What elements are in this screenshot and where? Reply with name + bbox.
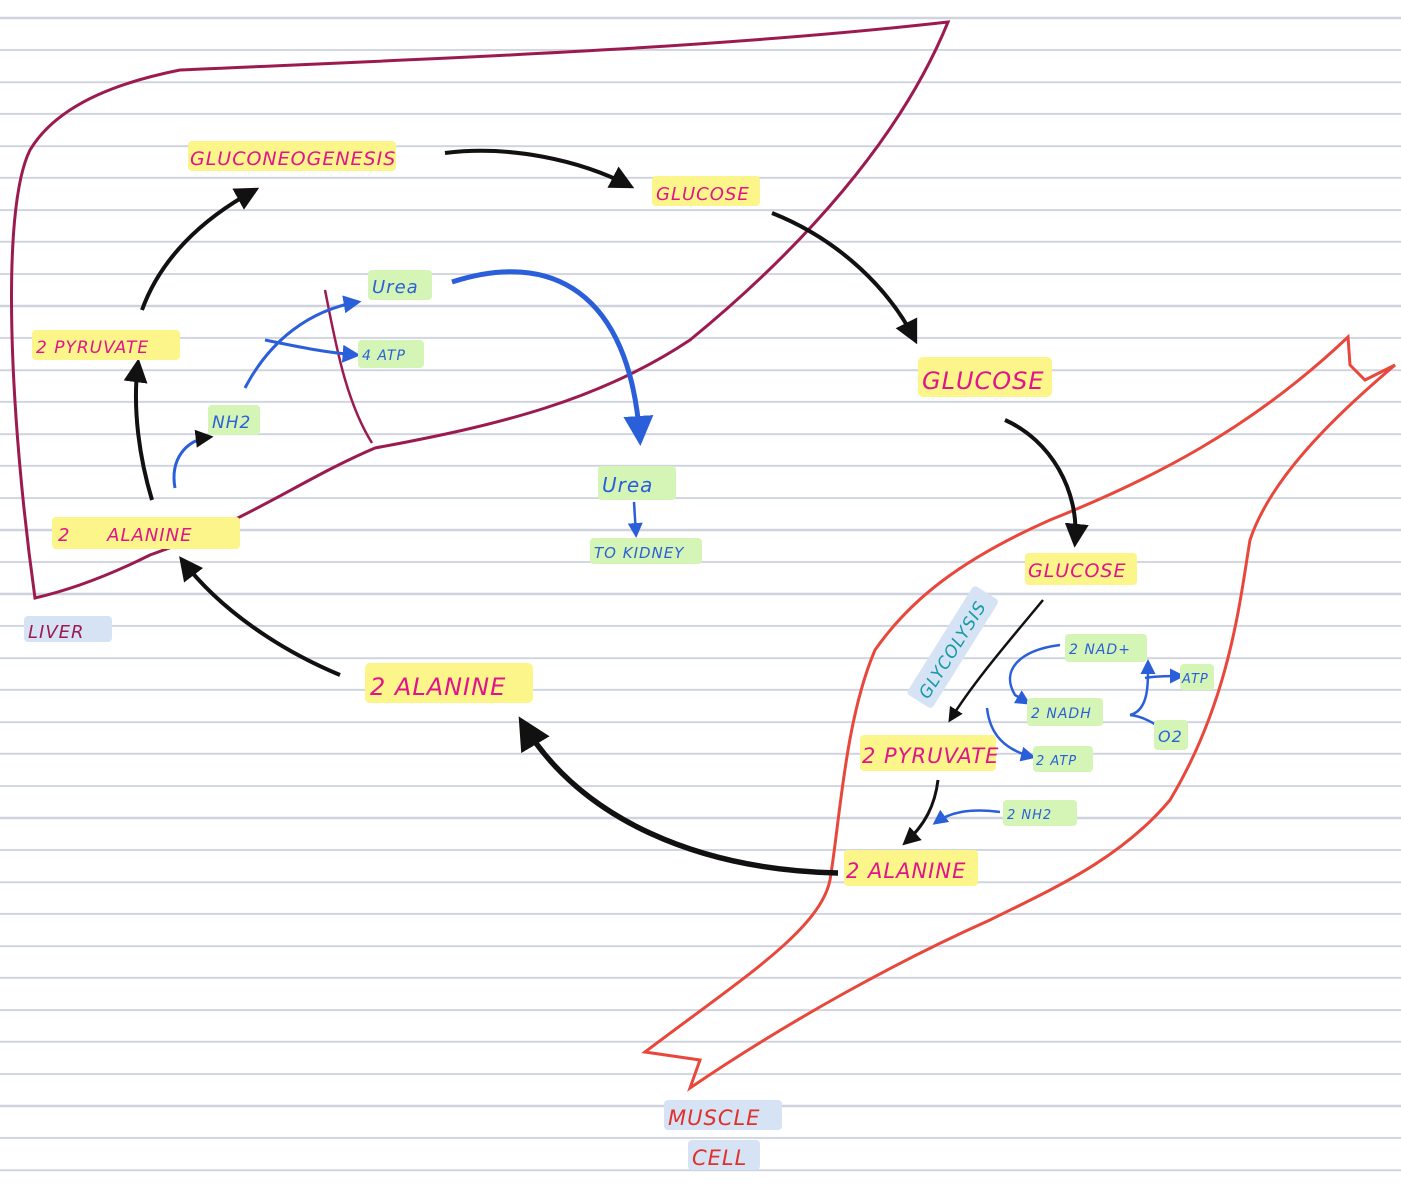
liver-organ-label-highlight	[24, 616, 112, 642]
muscle-nh2-label: 2 NH2	[1007, 808, 1052, 823]
muscle-pyruvate-label: 2 PYRUVATE	[862, 744, 999, 768]
liver-organ-label: LIVER	[28, 622, 85, 643]
muscle-cell-outline	[641, 333, 1396, 1092]
liver-pyruvate-highlight	[32, 330, 180, 360]
muscle-organ-label-line2: CELL	[692, 1146, 747, 1170]
arrow-urea-to-kidney	[627, 501, 643, 538]
blood-to-kidney-highlight	[590, 538, 702, 564]
arrow-o2-branch	[1129, 713, 1159, 728]
muscle-glucose-highlight	[1025, 553, 1137, 585]
liver-urea-highlight	[368, 270, 432, 300]
liver-atp-highlight	[358, 340, 424, 368]
muscle-o2-highlight	[1154, 720, 1188, 750]
liver-glucose-label: GLUCOSE	[656, 184, 750, 205]
muscle-organ-label-highlight-2	[688, 1140, 760, 1170]
liver-pyruvate-label: 2 PYRUVATE	[36, 338, 149, 358]
muscle-nad-highlight	[1065, 634, 1147, 662]
muscle-o2-label: O2	[1158, 727, 1183, 746]
liver-glucose-highlight	[652, 176, 760, 206]
arrow-blood-glucose-to-muscle	[1004, 418, 1089, 548]
muscle-organ-label-highlight	[664, 1100, 782, 1130]
arrow-to-2-atp	[985, 707, 1036, 762]
muscle-glycolysis-highlight	[907, 586, 998, 708]
liver-inner-line	[323, 289, 374, 444]
blood-glucose-highlight	[918, 357, 1052, 397]
blood-alanine-highlight	[365, 663, 533, 703]
liver-urea-label: Urea	[372, 277, 419, 298]
arrow-nadh-to-nad	[1129, 659, 1156, 717]
muscle-2-atp-highlight	[1033, 746, 1093, 772]
muscle-alanine-highlight	[844, 850, 978, 886]
arrow-nh2-to-urea	[243, 295, 362, 389]
blood-alanine-label: 2 ALANINE	[370, 673, 506, 701]
muscle-nh2-highlight	[1003, 800, 1077, 826]
muscle-nadh-label: 2 NADH	[1031, 706, 1092, 722]
arrow-nad-to-nadh	[1008, 643, 1061, 705]
arrow-alanine-to-pyruvate	[123, 358, 154, 501]
blood-urea-highlight	[598, 466, 676, 500]
arrow-liver-glucose-to-blood	[771, 211, 918, 345]
arrow-urea-to-blood	[451, 269, 654, 446]
muscle-alanine-label: 2 ALANINE	[846, 859, 966, 883]
muscle-organ-label-line1: MUSCLE	[668, 1106, 760, 1130]
muscle-2-atp-label: 2 ATP	[1036, 754, 1077, 769]
muscle-glucose-label: GLUCOSE	[1028, 560, 1127, 582]
liver-nh2-label: NH2	[212, 413, 251, 433]
muscle-nadh-highlight	[1027, 698, 1103, 726]
arrow-glycolysis	[948, 599, 1044, 723]
liver-alanine-highlight	[52, 517, 240, 549]
liver-nh2-highlight	[208, 405, 260, 435]
muscle-atp-right-highlight	[1180, 664, 1214, 690]
arrow-muscle-alanine-to-blood	[518, 716, 839, 876]
blood-to-kidney-label: TO KIDNEY	[594, 544, 685, 562]
blood-glucose-label: GLUCOSE	[922, 367, 1045, 395]
arrow-pyruvate-to-gluconeogenesis	[140, 187, 260, 311]
muscle-glycolysis-label: GLYCOLYSIS	[915, 598, 991, 703]
liver-gluconeogenesis-label: GLUCONEOGENESIS	[190, 148, 396, 170]
arrow-nh2-to-alanine	[932, 809, 1001, 825]
muscle-atp-right-label: ATP	[1181, 672, 1209, 687]
muscle-pyruvate-highlight	[860, 735, 996, 771]
liver-atp-label: 4 ATP	[362, 348, 406, 364]
arrow-to-4-atp	[264, 338, 361, 363]
arrow-gluconeogenesis-to-glucose	[444, 148, 635, 189]
blood-urea-label: Urea	[602, 473, 653, 497]
liver-outline	[10, 20, 951, 600]
arrow-blood-alanine-to-liver	[179, 556, 341, 677]
muscle-nad-label: 2 NAD+	[1069, 642, 1131, 658]
arrow-alanine-to-nh2	[172, 429, 214, 489]
arrow-to-atp-right	[1144, 668, 1185, 684]
liver-gluconeogenesis-highlight	[188, 141, 396, 171]
arrow-pyruvate-to-alanine	[902, 779, 940, 846]
liver-alanine-label: 2 ALANINE	[58, 525, 192, 546]
